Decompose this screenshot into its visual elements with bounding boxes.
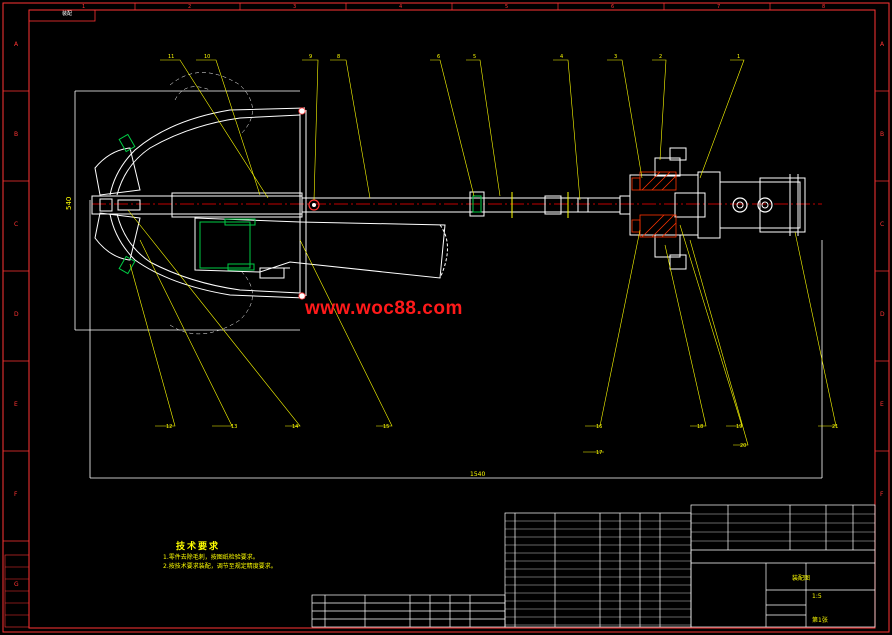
callout-number: 14 [292,424,298,430]
grid-row-label: B [880,131,884,138]
technical-requirements-title: 技术要求 [176,542,221,552]
drawing-scale: 1:5 [812,593,822,600]
parts-list-table [504,512,692,628]
finger-bushings [118,133,136,275]
jaw-open-position [169,72,253,335]
grid-ticks [3,3,889,542]
cylinder-sleeve [199,218,256,271]
grid-row-label: C [880,221,884,228]
mid-couplings [469,191,589,217]
grid-row-label: F [880,491,884,498]
callout-number: 5 [473,54,476,60]
mount-hole-right-inner [761,201,769,209]
technical-requirement-line: 2.按技术要求装配，调节至规定精度要求。 [163,563,277,570]
grid-row-label: B [14,131,18,138]
lower-parts-table [311,594,506,628]
shaft-joint-pin-core [312,203,316,207]
grid-row-label: E [14,401,18,408]
grid-row-label: D [14,311,19,318]
left-record-strip [4,554,30,628]
callout-number: 3 [614,54,617,60]
callout-number: 1 [737,54,740,60]
housing-hatch [631,171,677,238]
grid-row-label: G [14,581,19,588]
corner-tag-box [28,9,96,22]
grid-col-label: 4 [399,4,402,10]
grid-col-label: 3 [293,4,296,10]
main-shaft [91,192,620,218]
height-dimension-label: 540 [65,197,73,210]
leader-lines [127,59,837,453]
callout-number: 6 [437,54,440,60]
callout-number: 9 [309,54,312,60]
technical-requirement-line: 1.零件去除毛刺，按图纸检验要求。 [163,554,259,561]
grid-col-label: 1 [82,4,85,10]
callout-number: 4 [560,54,563,60]
grid-row-label: A [880,41,885,48]
callout-numbers-bottom: 12 13 14 15 16 17 18 19 20 21 [166,424,838,456]
callout-number: 21 [832,424,838,430]
callout-number: 2 [659,54,662,60]
callout-number: 20 [740,443,746,449]
callout-number: 11 [168,54,174,60]
grid-row-labels: A A B B C C D D E E F F G [14,41,885,588]
callout-number: 10 [204,54,210,60]
callout-number: 15 [383,424,389,430]
callout-number: 8 [337,54,340,60]
grid-col-label: 7 [717,4,720,10]
callout-number: 13 [231,424,237,430]
title-block-rows [691,513,875,542]
pivot-pin-top [298,107,306,115]
drive-housing [619,147,806,270]
grid-row-label: C [14,221,18,228]
callout-number: 17 [596,450,602,456]
grid-col-label: 8 [822,4,825,10]
mount-hole-left [732,197,748,213]
break-marks [511,192,569,218]
link-arm [194,217,448,279]
title-block [690,504,876,628]
callout-number: 18 [697,424,703,430]
grid-col-label: 6 [611,4,614,10]
mount-hole-right [757,197,773,213]
gripper-jaws [94,107,307,299]
grid-row-label: E [880,401,884,408]
callout-number: 12 [166,424,172,430]
grid-col-label: 5 [505,4,508,10]
grid-row-label: D [880,311,885,318]
grid-row-label: F [14,491,18,498]
grid-row-label: A [14,41,19,48]
watermark-text: www.woc88.com [305,298,463,319]
parts-list-rows [505,520,691,626]
callout-number: 16 [596,424,602,430]
mid-coupling-green [472,195,482,213]
grid-col-label: 2 [188,4,191,10]
grid-col-labels: 1 2 3 4 5 6 7 8 [82,4,825,10]
width-dimension-label: 1540 [470,471,485,478]
callout-numbers-top: 11 10 9 8 6 5 4 3 2 1 [168,54,740,60]
callout-number: 19 [736,424,742,430]
corner-tag: 装配 [62,11,73,17]
drawing-sheet: 第1张 [812,616,828,624]
mount-hole-left-inner [736,201,744,209]
drawing-name: 装配图 [792,574,810,582]
pivot-pin-bottom [298,292,306,300]
